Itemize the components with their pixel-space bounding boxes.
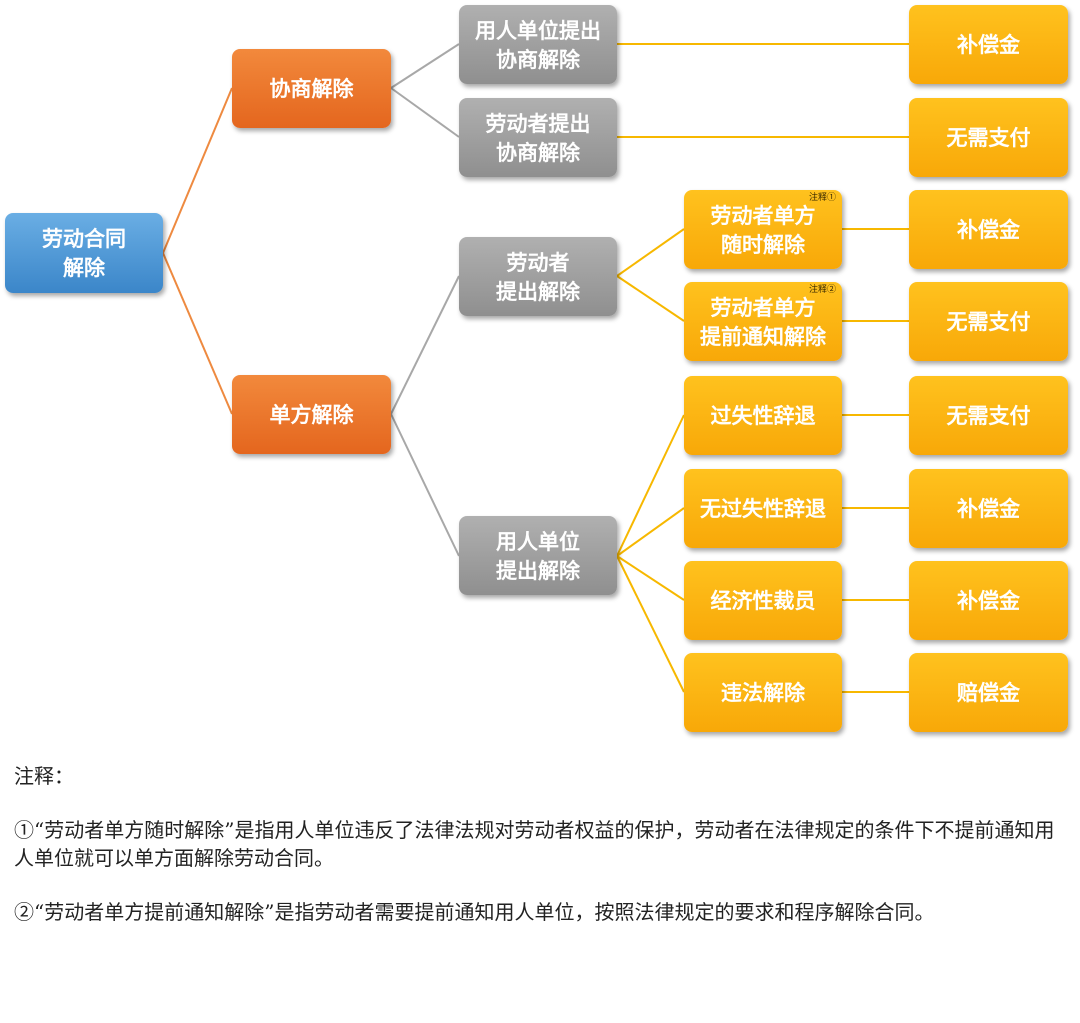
node-e-layoff-label: 经济性裁员	[710, 588, 816, 613]
result-6: 补偿金	[909, 469, 1068, 548]
result-2: 无需支付	[909, 98, 1068, 177]
node-df-worker: 劳动者 提出解除	[459, 237, 617, 316]
node-xs-employer-label: 用人单位提出 协商解除	[475, 17, 601, 72]
node-w-anytime: 注释① 劳动者单方 随时解除	[684, 190, 842, 269]
note-mark-2: 注释②	[808, 285, 836, 295]
connector-lines	[162, 43, 909, 693]
edge-dfemployer-illegal	[616, 555, 685, 693]
node-w-anytime-label: 劳动者单方 随时解除	[710, 202, 816, 257]
result-1-label: 补偿金	[957, 32, 1020, 57]
result-7: 补偿金	[909, 561, 1068, 640]
node-e-fault-label: 过失性辞退	[710, 403, 816, 428]
node-df-employer: 用人单位 提出解除	[459, 516, 617, 595]
result-5: 无需支付	[909, 376, 1068, 455]
result-4: 无需支付	[909, 282, 1068, 361]
result-7-label: 补偿金	[957, 588, 1020, 613]
node-df-worker-label: 劳动者 提出解除	[496, 249, 580, 304]
node-df-employer-label: 用人单位 提出解除	[496, 528, 580, 583]
node-e-nofault: 无过失性辞退	[684, 469, 842, 548]
note-2: ②“劳动者单方提前通知解除”是指劳动者需要提前通知用人单位，按照法律规定的要求和…	[14, 900, 935, 924]
node-e-nofault-label: 无过失性辞退	[700, 496, 826, 521]
edge-dfemployer-fault	[616, 414, 685, 557]
node-danfang: 单方解除	[232, 375, 391, 454]
result-3-label: 补偿金	[957, 217, 1020, 242]
notes-title: 注释：	[14, 764, 74, 788]
result-4-label: 无需支付	[946, 309, 1031, 334]
node-root: 劳动合同 解除	[5, 213, 163, 293]
result-5-label: 无需支付	[946, 403, 1031, 428]
result-2-label: 无需支付	[946, 125, 1031, 150]
node-e-illegal: 违法解除	[684, 653, 842, 732]
result-6-label: 补偿金	[957, 496, 1020, 521]
note-1: ①“劳动者单方随时解除”是指用人单位违反了法律法规对劳动者权益的保护，劳动者在法…	[14, 818, 1055, 870]
notes-section: 注释： ①“劳动者单方随时解除”是指用人单位违反了法律法规对劳动者权益的保护，劳…	[14, 762, 1064, 926]
termination-tree-diagram: 劳动合同 解除 协商解除 单方解除 用人单位提出 协商解除 劳动者提出 协商解除…	[5, 5, 1068, 732]
node-w-notice-label: 劳动者单方 提前通知解除	[700, 294, 826, 349]
node-xs-worker-label: 劳动者提出 协商解除	[485, 110, 591, 165]
node-danfang-label: 单方解除	[269, 402, 354, 427]
note-mark-1: 注释①	[808, 193, 836, 203]
result-8-label: 赔偿金	[957, 680, 1020, 705]
node-e-fault: 过失性辞退	[684, 376, 842, 455]
node-xieshang: 协商解除	[232, 49, 391, 128]
node-root-label: 劳动合同 解除	[42, 226, 126, 280]
node-w-notice: 注释② 劳动者单方 提前通知解除	[684, 282, 842, 361]
node-xieshang-label: 协商解除	[269, 76, 354, 101]
result-8: 赔偿金	[909, 653, 1068, 732]
node-e-layoff: 经济性裁员	[684, 561, 842, 640]
edge-danfang-worker	[390, 275, 460, 415]
node-xs-worker: 劳动者提出 协商解除	[459, 98, 617, 177]
node-xs-employer: 用人单位提出 协商解除	[459, 5, 617, 84]
edge-dfemployer-layoff	[616, 555, 685, 601]
edge-root-xieshang	[162, 87, 233, 254]
edge-xieshang-employer	[390, 43, 460, 89]
edge-dfworker-anytime	[616, 228, 685, 277]
node-e-illegal-label: 违法解除	[721, 680, 805, 705]
edge-dfemployer-nofault	[616, 507, 685, 557]
edge-dfworker-notice	[616, 275, 685, 322]
result-3: 补偿金	[909, 190, 1068, 269]
edge-xieshang-worker	[390, 87, 460, 138]
edge-danfang-employer	[390, 413, 460, 557]
edge-root-danfang	[162, 252, 233, 415]
result-1: 补偿金	[909, 5, 1068, 84]
